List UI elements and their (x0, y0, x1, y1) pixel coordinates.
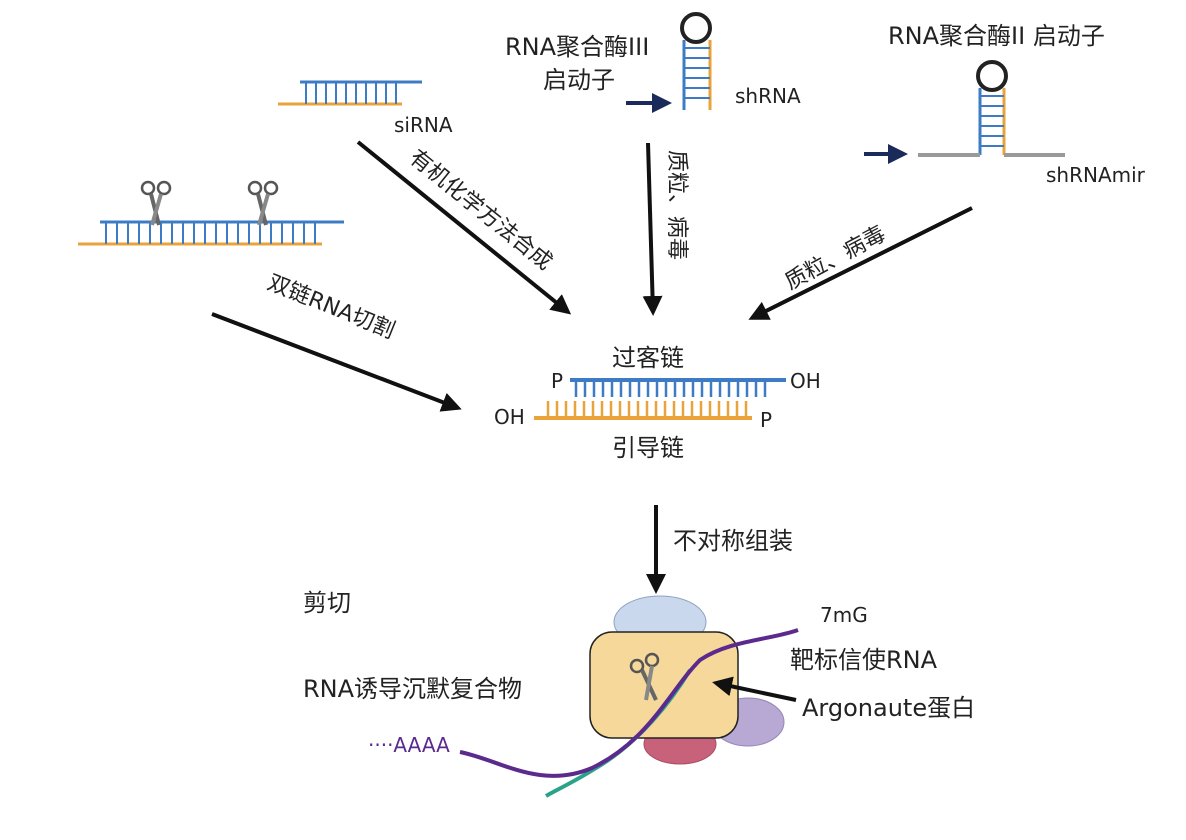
scissors-icon (140, 180, 172, 226)
scissors-icon (247, 180, 279, 226)
risc-complex-icon (589, 595, 785, 765)
cap-label: 7mG (820, 603, 868, 627)
pol2-promoter-label: RNA聚合酶II 启动子 (888, 22, 1105, 50)
passenger-5p-label: P (551, 369, 563, 393)
sirna-arrow-icon (356, 140, 572, 315)
guide-3p-label: OH (494, 405, 525, 429)
dsrna-arrow-icon (211, 312, 462, 412)
sirna-label: siRNA (394, 113, 453, 137)
scissors-icon (629, 652, 660, 701)
cut-label: 剪切 (303, 589, 351, 617)
shrna-arrow-icon (642, 142, 663, 316)
shrna-route-label: 质粒、病毒 (664, 150, 689, 260)
guide-5p-label: P (760, 408, 772, 432)
long-dsrna-icon (78, 220, 344, 246)
shrnamir-label: shRNAmir (1046, 163, 1146, 187)
pol3-promoter-label-line1: RNA聚合酶III (505, 33, 649, 61)
polya-tail-label: ····AAAA (368, 733, 450, 757)
assembly-label: 不对称组装 (673, 527, 793, 555)
sirna-duplex-icon (278, 80, 422, 106)
shrnamir-arrow-icon (748, 206, 973, 320)
passenger-strand-label: 过客链 (612, 344, 684, 372)
argonaute-label: Argonaute蛋白 (802, 694, 975, 722)
sirna-route-label: 有机化学方法合成 (404, 145, 557, 275)
argonaute-arrow-icon (712, 676, 797, 702)
passenger-3p-label: OH (790, 369, 821, 393)
shrnamir-hairpin-icon (918, 60, 1065, 157)
target-mrna-label: 靶标信使RNA (790, 646, 938, 674)
dsrna-route-label: 双链RNA切割 (264, 270, 398, 344)
guide-strand-label: 引导链 (612, 434, 684, 462)
pol3-promoter-label-line2: 启动子 (543, 66, 615, 94)
risc-label: RNA诱导沉默复合物 (303, 675, 522, 703)
sirna-duplex-central (534, 378, 786, 420)
target-mrna-strand (459, 628, 799, 778)
shrna-hairpin-icon (680, 12, 712, 110)
shrna-label: shRNA (735, 84, 801, 108)
